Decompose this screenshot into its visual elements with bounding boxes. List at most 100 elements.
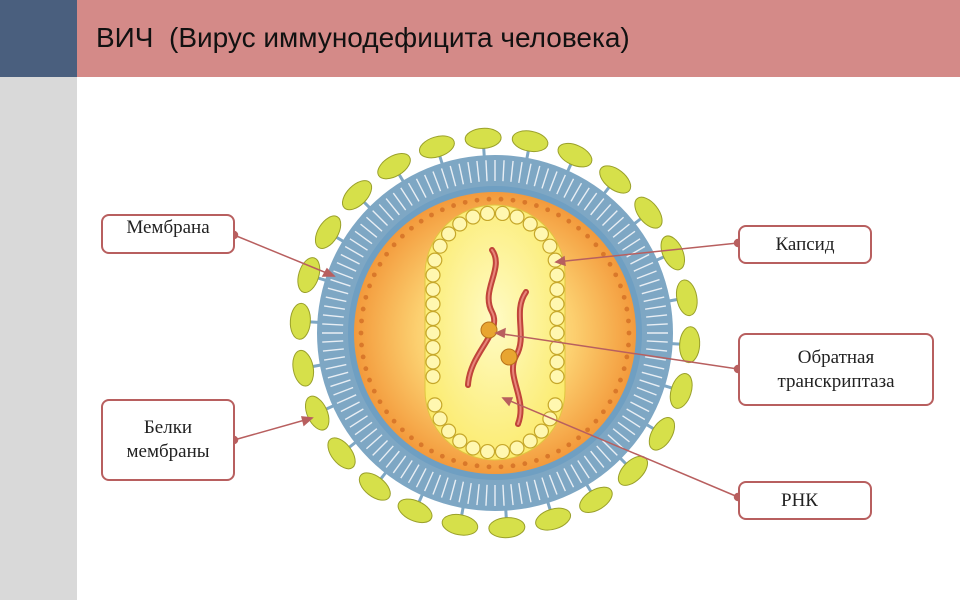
lipid-tick: [333, 386, 354, 396]
matrix-dot: [439, 453, 445, 459]
label-reverse-transcriptase-line1: Обратная: [797, 346, 875, 368]
matrix-dot: [613, 272, 619, 278]
matrix-dot: [545, 453, 551, 459]
capsid-bead: [425, 267, 441, 283]
lipid-tick: [641, 287, 663, 295]
lipid-tick: [365, 216, 383, 232]
lipid-tick: [617, 230, 636, 245]
label-membrane-proteins-line2: мембраны: [126, 441, 210, 462]
matrix-dot: [613, 388, 619, 394]
matrix-dot: [384, 251, 389, 257]
capsid-bead: [542, 238, 558, 254]
lipid-tick: [533, 479, 541, 501]
capsid-bead: [452, 433, 468, 449]
capsid-bead: [549, 325, 565, 341]
pointer-membrane-proteins: [233, 417, 313, 441]
capsid-bead: [425, 339, 441, 356]
lipid-tick: [327, 287, 349, 295]
page-title: ВИЧ (Вирус иммунодефицита человека): [96, 22, 630, 53]
matrix-dot: [363, 294, 369, 300]
lipid-tick: [577, 187, 590, 206]
capsid-bead: [549, 281, 565, 298]
capsid-bead: [533, 226, 550, 242]
lipid-tick: [354, 230, 373, 245]
sidebar-strip: [0, 77, 77, 600]
label-membrane-proteins-line1: Белки: [143, 417, 193, 439]
lipid-tick: [415, 468, 427, 488]
lipid-tick: [440, 168, 449, 189]
capsid-bead: [432, 238, 448, 254]
matrix-dot: [474, 463, 480, 469]
sidebar-accent-block: [0, 0, 77, 77]
lipid-tick: [458, 481, 465, 503]
lipid-tick: [327, 371, 349, 379]
lipid-tick: [407, 182, 420, 202]
matrix-dot: [486, 464, 492, 470]
membrane-protein: [679, 326, 701, 364]
lipid-tick: [646, 314, 668, 318]
membrane-protein: [488, 517, 526, 539]
matrix-dot: [576, 435, 581, 441]
matrix-dot: [621, 366, 627, 372]
membrane-protein: [579, 486, 613, 513]
lipid-tick: [378, 445, 394, 463]
lipid-tick: [548, 171, 558, 192]
lipid-tick: [639, 278, 660, 287]
matrix-dot: [576, 225, 581, 231]
reverse-transcriptase-enzyme-2: [500, 348, 518, 366]
membrane-protein: [648, 417, 676, 451]
capsid-bead: [533, 423, 550, 439]
lipid-tick: [646, 323, 668, 326]
lipid-tick: [325, 296, 347, 303]
lipid-tick: [601, 210, 618, 227]
matrix-dot: [462, 199, 468, 205]
lipid-tick: [570, 464, 583, 484]
capsid-bead: [427, 252, 443, 268]
lipid-tick: [570, 182, 583, 202]
capsid-bead: [432, 411, 448, 427]
matrix-dot: [566, 442, 572, 448]
label-membrane-proteins: Белки мембраны: [101, 399, 235, 481]
lipid-tick: [372, 439, 389, 456]
capsid-bead: [547, 397, 563, 413]
lipid-tick: [322, 348, 344, 352]
matrix-dot: [585, 427, 591, 433]
lipid-tick: [533, 165, 541, 187]
reverse-transcriptase-enzyme-1: [480, 321, 498, 339]
lipid-tick: [344, 408, 364, 421]
capsid-bead: [425, 281, 441, 298]
matrix-dot: [593, 242, 599, 248]
pointer-reverse-transcriptase-arrowhead: [494, 327, 506, 339]
matrix-dot: [624, 306, 630, 312]
pointer-rna-arrowhead: [501, 397, 514, 407]
lipid-tick: [645, 305, 666, 310]
matrix-dot: [359, 342, 364, 348]
lipid-tick: [372, 210, 389, 227]
matrix-dot: [399, 233, 405, 239]
lipid-tick: [633, 394, 654, 405]
rna-strand-1-highlight: [467, 249, 497, 386]
capsid-bead: [549, 354, 565, 370]
lipid-tick: [645, 356, 666, 361]
matrix-dot: [429, 212, 434, 218]
matrix-dot: [359, 318, 364, 324]
lipid-tick: [518, 162, 523, 183]
lipid-tick: [354, 421, 373, 436]
matrix-dot: [371, 272, 377, 278]
lipid-tick: [349, 415, 368, 428]
capsid-bead: [425, 310, 441, 327]
lipid-tick: [333, 270, 354, 280]
lipid-tick: [577, 460, 590, 479]
matrix-dot: [371, 388, 377, 394]
matrix-dot: [545, 207, 551, 213]
lipid-tick: [622, 415, 641, 428]
lipid-tick: [607, 434, 625, 450]
lipid-tick: [336, 261, 357, 272]
lipid-tick: [622, 238, 641, 251]
capsid-bead: [509, 440, 525, 456]
capsid-bead: [509, 209, 525, 225]
matrix-dot: [429, 448, 434, 454]
lipid-tick: [548, 474, 558, 495]
lipid-tick: [630, 253, 650, 265]
lipid-tick: [630, 401, 650, 413]
